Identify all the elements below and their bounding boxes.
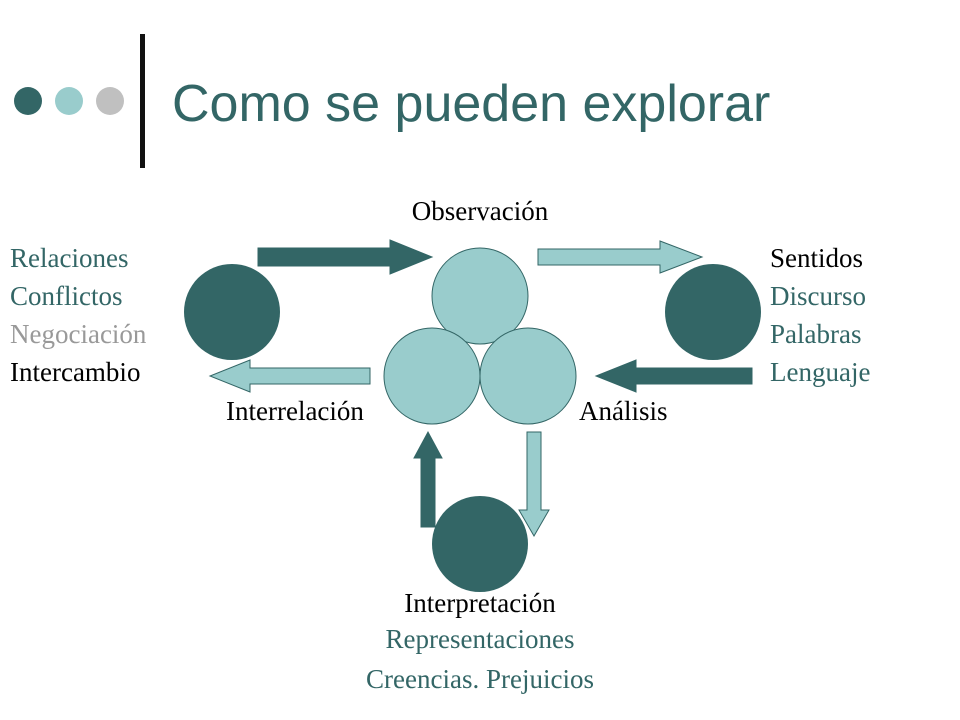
title-dot-light bbox=[55, 87, 83, 115]
label-observacion: Observación bbox=[411, 196, 549, 226]
right-item-sentidos: Sentidos bbox=[770, 243, 864, 273]
bottom-item-representaciones: Representaciones bbox=[385, 624, 575, 654]
bottom-item-creencias: Creencias. Prejuicios bbox=[366, 664, 594, 694]
arrow-to-relaciones bbox=[208, 359, 371, 393]
left-item-intercambio: Intercambio bbox=[10, 357, 141, 387]
arrow-from-sentidos bbox=[594, 359, 753, 393]
left-item-conflictos: Conflictos bbox=[10, 281, 123, 311]
label-analisis: Análisis bbox=[579, 396, 668, 426]
arrow-down-to-interpretacion bbox=[518, 431, 550, 538]
circle-observacion bbox=[431, 247, 529, 345]
title-divider bbox=[140, 34, 145, 168]
label-interrelacion: Interrelación bbox=[226, 396, 364, 426]
arrow-up-to-interrelacion bbox=[413, 430, 443, 528]
label-interpretacion: Interpretación bbox=[404, 588, 556, 618]
circle-interrelacion bbox=[383, 327, 481, 425]
left-item-negociacion: Negociación bbox=[10, 319, 147, 349]
left-item-relaciones: Relaciones bbox=[10, 243, 129, 273]
circle-sentidos bbox=[665, 264, 761, 360]
right-item-lenguaje: Lenguaje bbox=[770, 357, 871, 387]
right-item-discurso: Discurso bbox=[770, 281, 866, 311]
arrow-to-sentidos bbox=[537, 240, 704, 274]
circle-relaciones bbox=[184, 264, 280, 360]
title-dot-gray bbox=[96, 87, 124, 115]
circle-interpretacion bbox=[432, 496, 528, 592]
title-dot-dark bbox=[14, 87, 42, 115]
circle-analisis bbox=[479, 327, 577, 425]
right-item-palabras: Palabras bbox=[770, 319, 862, 349]
arrow-to-observacion bbox=[257, 239, 434, 275]
slide-title: Como se pueden explorar bbox=[172, 75, 771, 133]
